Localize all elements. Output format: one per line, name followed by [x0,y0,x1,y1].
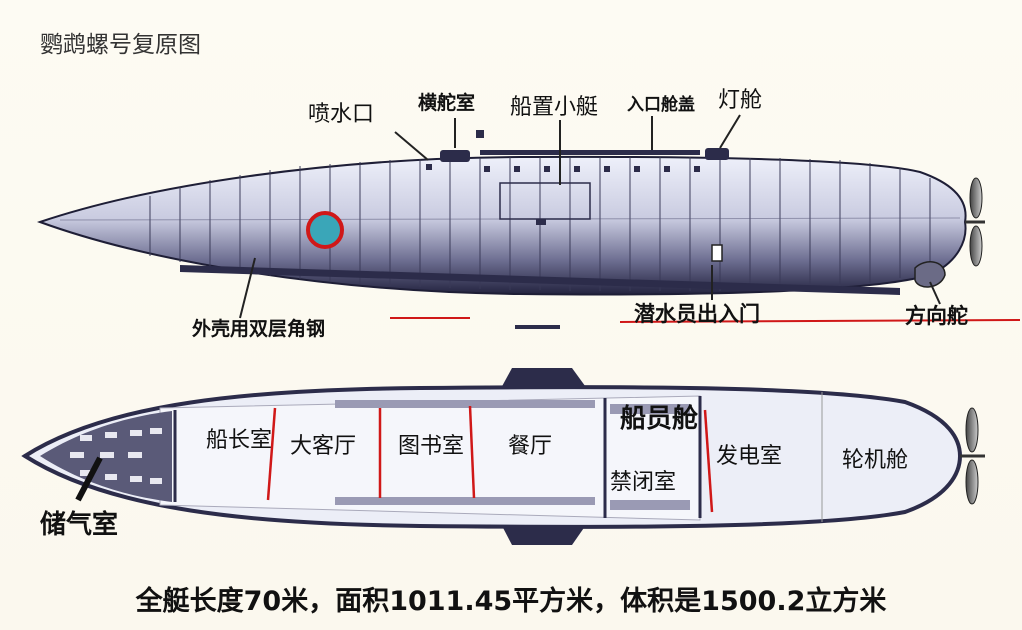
side-propeller [965,177,985,267]
label-library: 图书室 [398,434,465,459]
deck-fittings [426,130,729,172]
keel [180,265,900,295]
fin-upper [500,368,588,390]
label-diver-door: 潜水员出入门 [634,302,760,326]
label-crew: 船员舱 [620,404,699,434]
diagram-title: 鹦鹉螺号复原图 [40,32,201,58]
label-engine: 轮机舱 [842,448,909,473]
side-view [36,114,1021,329]
label-boat: 船置小艇 [510,95,599,120]
label-hatch: 入口舱盖 [627,95,695,115]
label-air-storage: 储气室 [40,510,119,540]
label-shell: 外壳用双层角钢 [192,318,326,340]
rudder-shape [914,261,946,288]
hull-ribs [149,157,931,291]
plan-view [21,368,985,545]
hull-window [306,211,344,249]
label-lamp: 灯舱 [718,88,763,113]
label-brig: 禁闭室 [610,470,677,495]
label-rudder: 方向舵 [905,304,968,328]
leader-lines [239,114,941,319]
label-generator: 发电室 [716,444,783,469]
label-dining: 餐厅 [508,434,553,459]
label-spray: 喷水口 [308,102,375,127]
label-lounge: 大客厅 [290,434,357,459]
plan-propeller [960,407,985,505]
label-captain: 船长室 [206,428,273,453]
caption: 全艇长度70米，面积1011.45平方米，体积是1500.2立方米 [135,586,887,617]
air-arrow [75,456,103,502]
label-rudder-room: 横舵室 [418,92,476,114]
side-hull [36,155,967,296]
diver-door-mark [711,244,723,262]
